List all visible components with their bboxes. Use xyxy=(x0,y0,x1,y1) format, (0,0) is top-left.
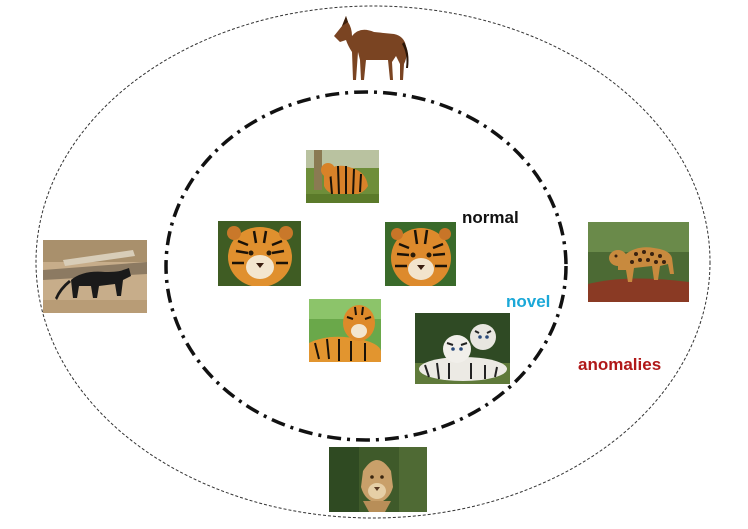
horse-image xyxy=(330,12,412,82)
anomalies-label: anomalies xyxy=(578,355,662,374)
tiger-face-left-image xyxy=(218,221,301,286)
black-panther-image xyxy=(43,240,147,313)
tiger-face-right-image xyxy=(385,222,456,286)
tiger-lying-image xyxy=(306,150,379,203)
white-tigers-image xyxy=(415,313,510,384)
inner-normal-boundary xyxy=(164,90,568,442)
tiger-resting-image xyxy=(309,299,381,362)
novel-label: novel xyxy=(506,292,551,311)
normal-label: normal xyxy=(462,208,519,227)
leopard-image xyxy=(588,222,689,302)
lioness-image xyxy=(329,447,427,512)
outer-anomaly-boundary xyxy=(35,5,711,519)
